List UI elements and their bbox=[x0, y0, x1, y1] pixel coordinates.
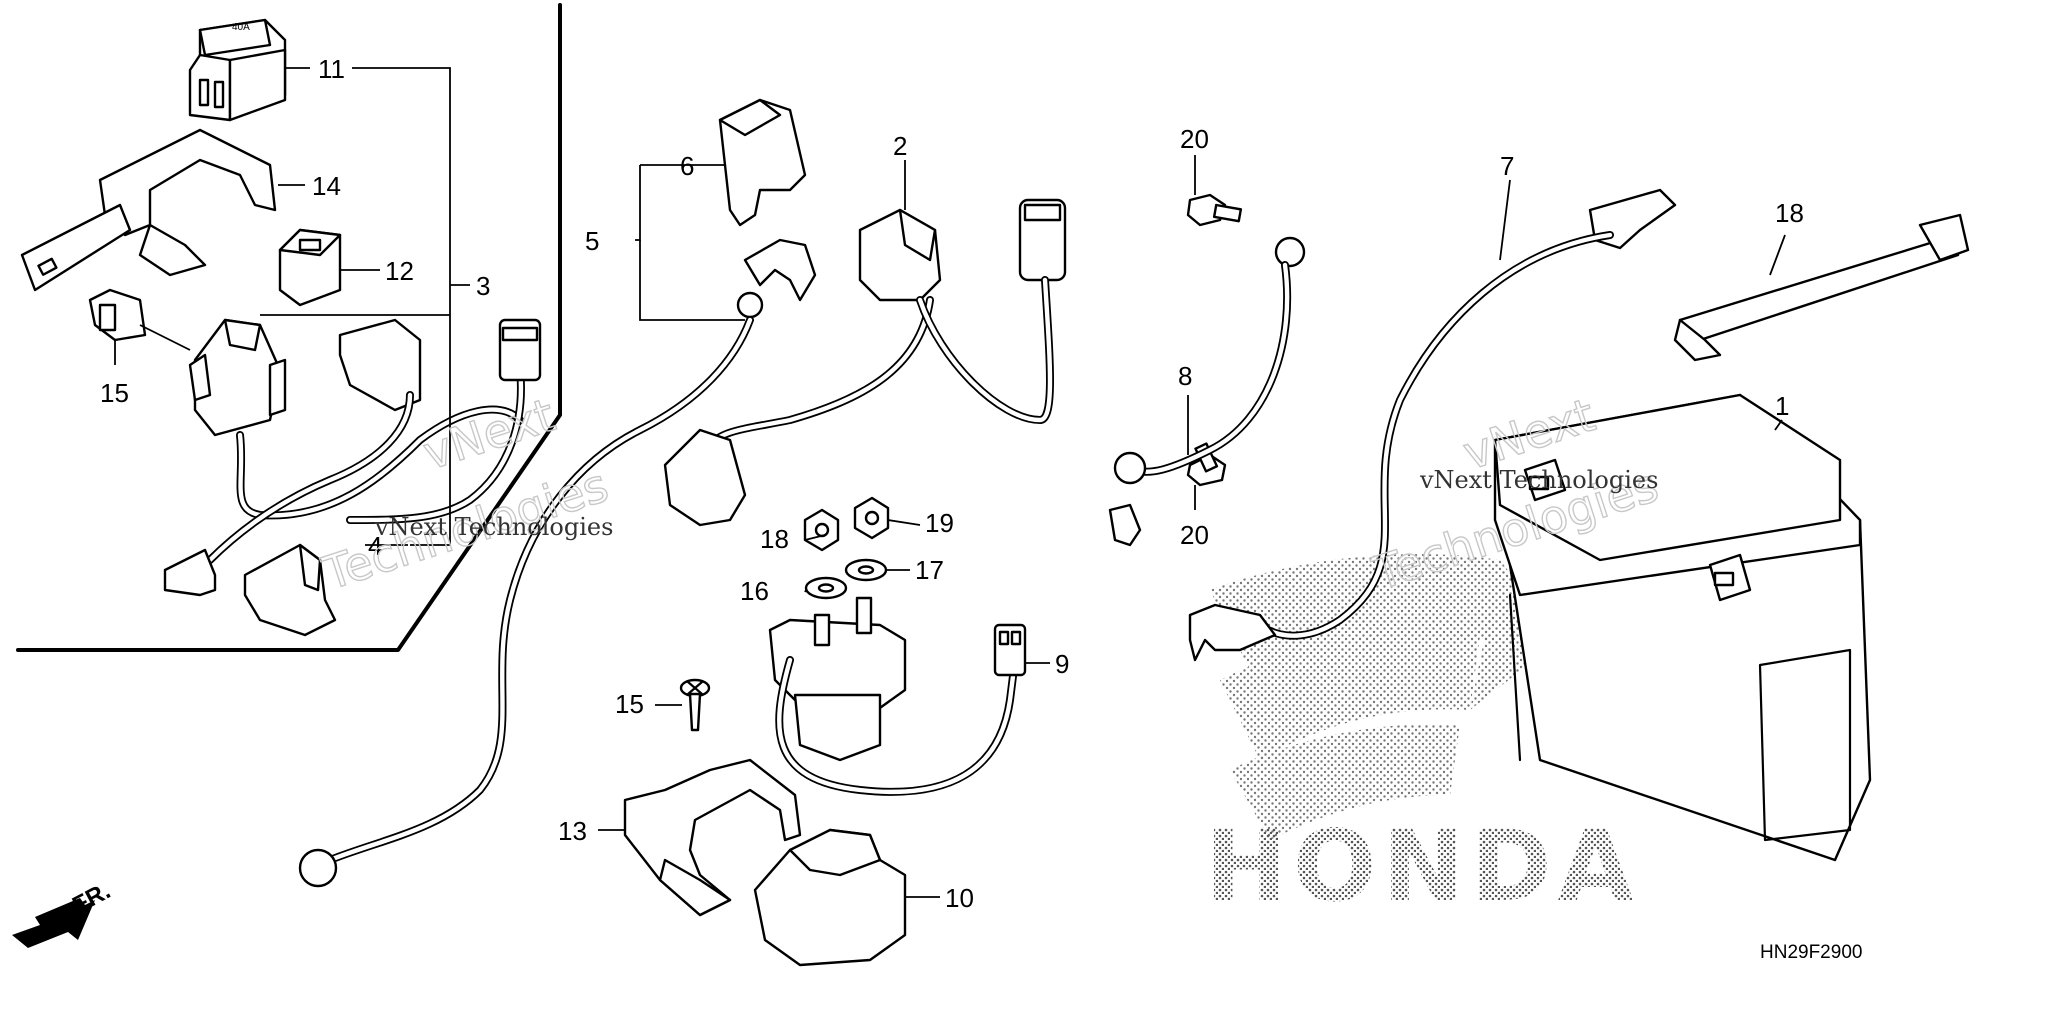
watermark-line-right: vNext Technologies bbox=[1419, 466, 1658, 494]
relay-part-11: 40A bbox=[188, 18, 287, 122]
callout-18-right: 19 bbox=[925, 508, 954, 538]
callout-4: 4 bbox=[368, 531, 382, 561]
callout-3: 3 bbox=[476, 271, 490, 301]
strap-part-19 bbox=[1673, 213, 1970, 362]
diagram-code: HN29F2900 bbox=[1760, 942, 1862, 963]
battery-part-1 bbox=[1493, 393, 1872, 862]
callout-18-left: 18 bbox=[760, 524, 789, 554]
callout-9: 9 bbox=[1055, 649, 1069, 679]
watermark-line-left: vNext Technologies bbox=[374, 513, 613, 541]
sub-harness-part-3 bbox=[163, 318, 542, 597]
bolt-part-20-top bbox=[1186, 193, 1243, 227]
rubber-part-10 bbox=[753, 828, 907, 967]
clip-part-16 bbox=[88, 288, 147, 342]
screw-part-17 bbox=[679, 678, 711, 732]
callout-6: 6 bbox=[680, 151, 694, 181]
callout-20-bottom: 20 bbox=[1180, 520, 1209, 550]
callout-15-right: 17 bbox=[915, 555, 944, 585]
callout-7: 7 bbox=[1500, 151, 1514, 181]
relay-marking: 40A bbox=[232, 22, 250, 33]
bracket-part-14 bbox=[20, 128, 277, 292]
callout-12: 12 bbox=[385, 256, 414, 286]
callout-15-left: 16 bbox=[740, 576, 769, 606]
battery-cable-part-8 bbox=[1108, 236, 1306, 547]
callout-5: 5 bbox=[585, 226, 599, 256]
cover-part-13 bbox=[623, 758, 802, 917]
callout-10: 10 bbox=[945, 883, 974, 913]
cable-part-6 bbox=[718, 98, 807, 227]
callout-2: 2 bbox=[893, 131, 907, 161]
leader-lines bbox=[114, 67, 1786, 898]
callout-14: 14 bbox=[312, 171, 341, 201]
harness-part-2 bbox=[663, 198, 1067, 527]
callout-13: 13 bbox=[558, 816, 587, 846]
callout-11: 11 bbox=[318, 54, 345, 84]
harness-part-5 bbox=[298, 238, 817, 888]
callout-1: 1 bbox=[1775, 391, 1789, 421]
solenoid-part-9 bbox=[768, 596, 1027, 796]
battery-cable-part-7 bbox=[1188, 188, 1677, 662]
fuse-part-12 bbox=[278, 228, 342, 307]
nut-part-18-right bbox=[853, 496, 890, 540]
honda-brand-text: HONDA bbox=[1205, 810, 1640, 924]
callout-20-top: 20 bbox=[1180, 124, 1209, 154]
washer-part-15-right bbox=[844, 558, 888, 582]
callout-19: 18 bbox=[1775, 198, 1804, 228]
nut-part-18-left bbox=[803, 508, 840, 552]
callout-8: 8 bbox=[1178, 361, 1192, 391]
inset-border bbox=[16, 3, 562, 652]
front-direction-arrow: FR. bbox=[12, 877, 115, 948]
washer-part-15-left bbox=[804, 576, 848, 600]
cap-part-4 bbox=[243, 543, 337, 637]
watermark-vnext-left: vNext bbox=[417, 388, 562, 481]
callout-17: 15 bbox=[615, 689, 644, 719]
callout-16: 15 bbox=[100, 378, 129, 408]
honda-wing-logo bbox=[1210, 554, 1560, 840]
